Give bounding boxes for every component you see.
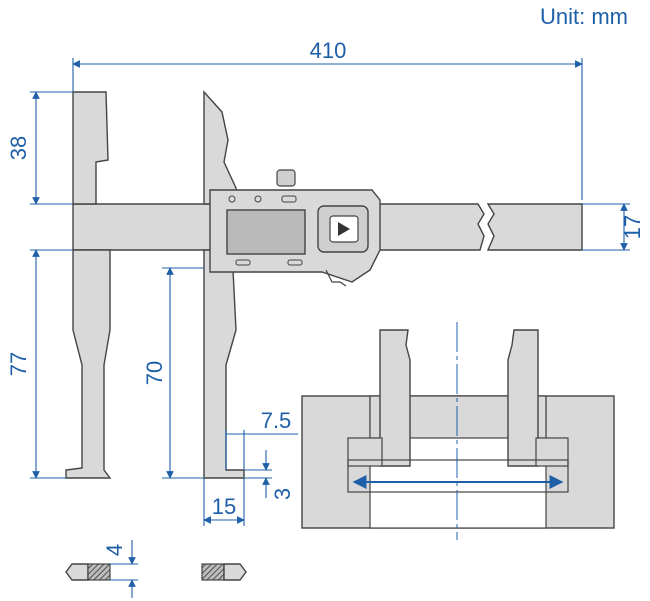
digital-display-head <box>209 169 381 287</box>
dim-tip-offset: 7.5 <box>261 408 292 433</box>
detail-view <box>301 322 615 540</box>
dim-outside-jaw-length: 38 <box>6 136 31 160</box>
dimension-lines <box>30 58 630 598</box>
dim-overall-length: 410 <box>310 38 347 63</box>
play-arrow-icon <box>338 222 350 236</box>
dim-tip-height: 3 <box>270 488 295 500</box>
dim-inside-jaw-length: 77 <box>6 352 31 376</box>
dim-beam-thickness: 17 <box>620 215 645 239</box>
dim-tip-width: 15 <box>212 494 236 519</box>
lcd-screen <box>226 209 306 255</box>
unit-label: Unit: mm <box>540 4 628 29</box>
dim-blade-thickness: 4 <box>102 544 127 556</box>
dim-inside-jaw-depth: 70 <box>142 361 167 385</box>
fixed-jaw <box>65 91 112 479</box>
blade-sections <box>65 563 247 581</box>
sliding-jaw <box>203 90 245 479</box>
